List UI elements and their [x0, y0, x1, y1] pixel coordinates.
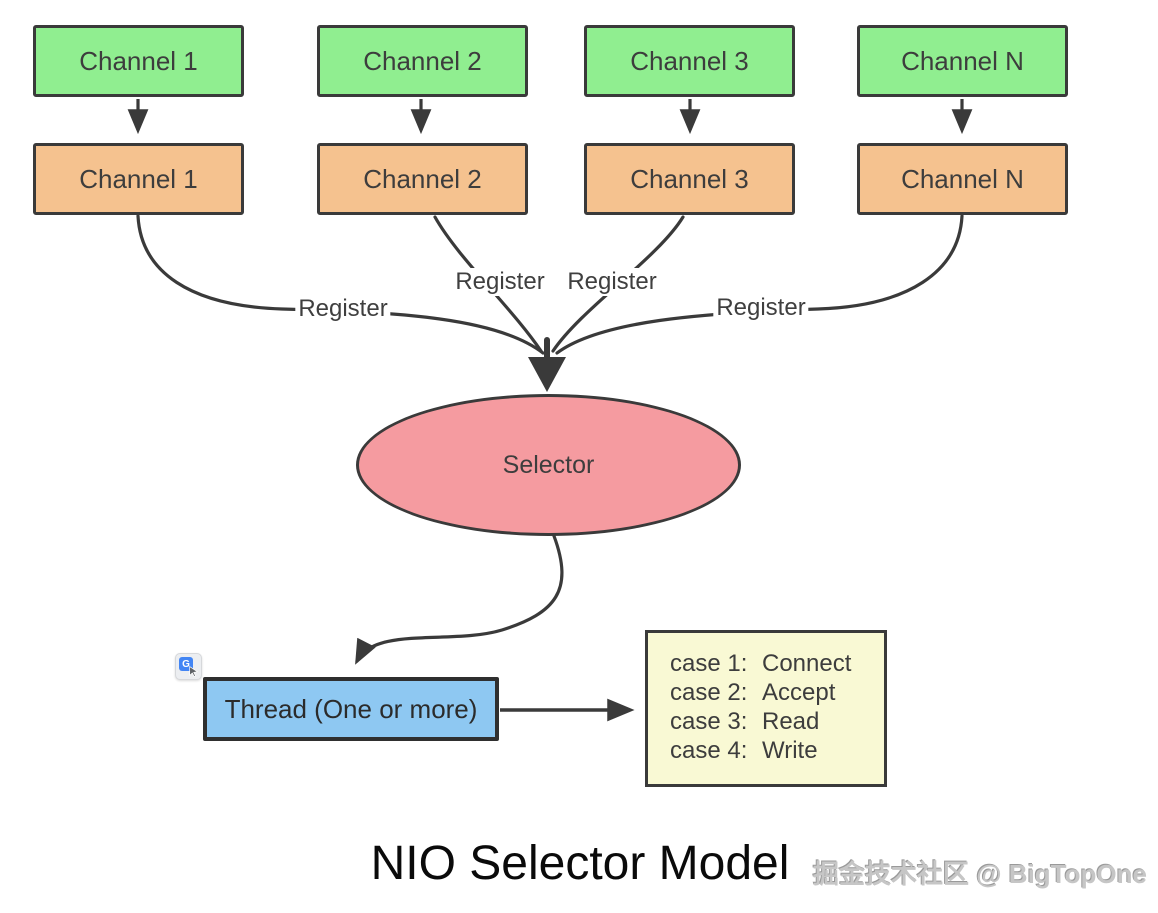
- mid-channel-3-label: Channel 3: [630, 163, 749, 194]
- case-2-label: case 2:: [670, 679, 748, 706]
- mid-channel-1-label: Channel 1: [79, 163, 198, 194]
- case-row-1: case 1: Connect: [670, 649, 884, 678]
- top-channel-3: Channel 3: [584, 25, 795, 97]
- thread-box: Thread (One or more): [203, 677, 499, 741]
- register-label-4: Register: [713, 294, 809, 322]
- register-curve-1: [136, 214, 545, 355]
- top-channel-n-label: Channel N: [901, 45, 1024, 76]
- register-label-3: Register: [564, 268, 660, 296]
- thread-label: Thread (One or more): [224, 693, 478, 724]
- top-channel-2: Channel 2: [317, 25, 528, 97]
- cursor-arrow-icon: [189, 666, 199, 677]
- selector-to-thread-curve: [355, 534, 564, 665]
- mid-channel-n-label: Channel N: [901, 163, 1024, 194]
- case-4-label: case 4:: [670, 737, 748, 764]
- case-4-action: Write: [762, 737, 818, 764]
- top-channel-1: Channel 1: [33, 25, 244, 97]
- case-2-action: Accept: [762, 679, 836, 706]
- top-channel-1-label: Channel 1: [79, 45, 198, 76]
- translate-icon[interactable]: G: [175, 653, 202, 680]
- mid-channel-3: Channel 3: [584, 143, 795, 215]
- cases-box: case 1: Connect case 2: Accept case 3: Read…: [645, 630, 887, 787]
- top-channel-2-label: Channel 2: [363, 45, 482, 76]
- case-3-action: Read: [762, 708, 820, 735]
- register-curve-4: [555, 214, 964, 355]
- mid-channel-n: Channel N: [857, 143, 1068, 215]
- case-1-label: case 1:: [670, 650, 748, 677]
- case-row-3: case 3: Read: [670, 707, 884, 736]
- mid-channel-1: Channel 1: [33, 143, 244, 215]
- top-channel-n: Channel N: [857, 25, 1068, 97]
- register-label-2: Register: [452, 268, 548, 296]
- selector-label: Selector: [502, 450, 595, 479]
- merge-arrowhead: [528, 357, 566, 392]
- top-channel-3-label: Channel 3: [630, 45, 749, 76]
- case-3-label: case 3:: [670, 708, 748, 735]
- selector-ellipse: Selector: [356, 394, 741, 536]
- case-1-action: Connect: [762, 650, 852, 677]
- mid-channel-2-label: Channel 2: [363, 163, 482, 194]
- mid-channel-2: Channel 2: [317, 143, 528, 215]
- watermark: 掘金技术社区 @ BigTopOne: [813, 859, 1147, 889]
- diagram-title: NIO Selector Model: [370, 837, 790, 890]
- case-row-2: case 2: Accept: [670, 678, 884, 707]
- register-label-1: Register: [295, 295, 391, 323]
- case-row-4: case 4: Write: [670, 736, 884, 765]
